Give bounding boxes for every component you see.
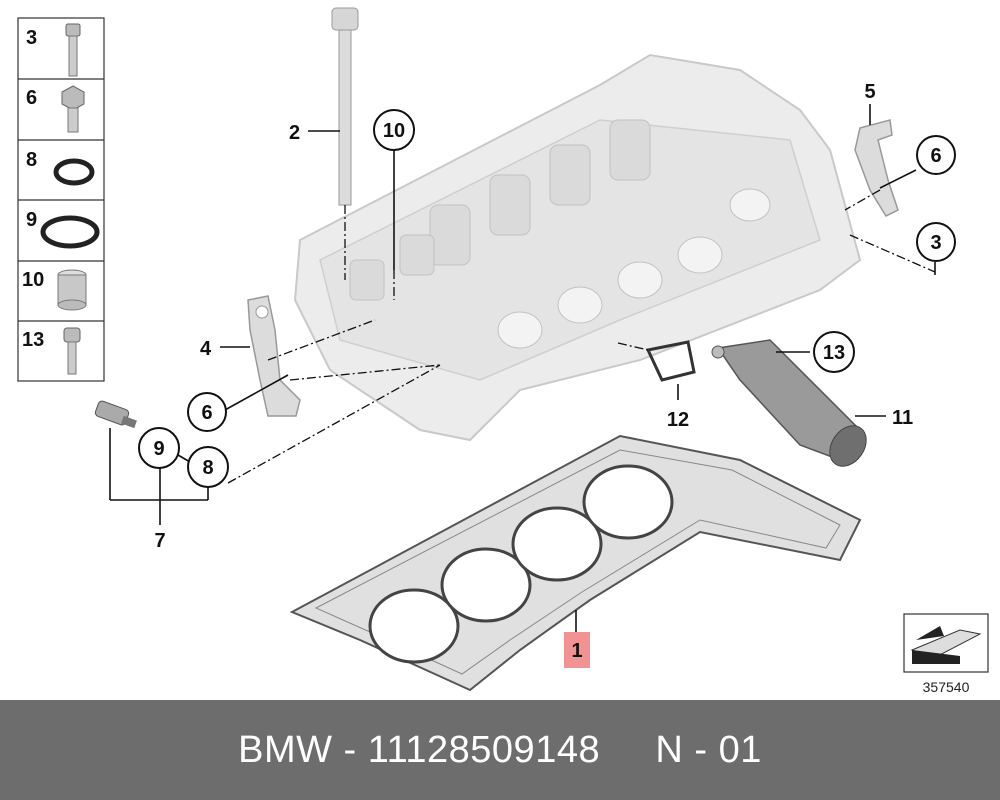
callout-8[interactable]: 8 (187, 446, 229, 488)
seal-12-part (645, 340, 696, 382)
callout-6-right-label: 6 (930, 145, 941, 167)
diagram-id: 357540 (923, 679, 970, 695)
callout-5-label: 5 (864, 81, 875, 103)
bracket-4-part (247, 295, 301, 417)
legend-number-10: 10 (22, 269, 44, 291)
callout-10[interactable]: 10 (373, 109, 415, 151)
callout-9-label: 9 (153, 438, 164, 460)
callout-9[interactable]: 9 (138, 427, 180, 469)
callout-13-label: 13 (823, 342, 845, 364)
callout-7-label: 7 (154, 530, 165, 552)
callout-11[interactable]: 11 (892, 407, 913, 429)
bolt-long-icon (65, 23, 81, 77)
coolant-pipe-11-part (711, 339, 867, 467)
leader-lines (109, 104, 936, 632)
head-bolt-part (331, 7, 359, 206)
parts-legend: 3 6 8 9 10 13 (17, 17, 105, 382)
legend-number-6: 6 (26, 87, 37, 109)
bolt-icon (63, 327, 81, 375)
callout-4-label: 4 (200, 338, 212, 360)
callout-11-label: 11 (892, 407, 913, 429)
callout-5[interactable]: 5 (864, 81, 875, 103)
head-gasket-part (289, 434, 862, 692)
parts-diagram: 3 6 8 9 10 13 (17, 7, 989, 695)
orientation-arrow-box (903, 613, 989, 673)
sleeve-icon (57, 269, 87, 311)
legend-number-9: 9 (26, 209, 37, 231)
callout-8-label: 8 (202, 457, 213, 479)
cylinder-head-illustration (293, 53, 862, 442)
callout-1-highlighted[interactable]: 1 (564, 632, 590, 668)
callout-6-left[interactable]: 6 (187, 392, 227, 432)
callout-7[interactable]: 7 (154, 530, 165, 552)
callout-2[interactable]: 2 (289, 122, 300, 144)
callout-12[interactable]: 12 (667, 409, 689, 431)
callout-6-right[interactable]: 6 (916, 135, 956, 175)
callout-1-label: 1 (571, 640, 582, 662)
part-number-caption: BMW - 11128509148 N - 01 (238, 729, 762, 771)
callout-3-label: 3 (930, 232, 941, 254)
large-o-ring-icon (40, 215, 100, 249)
callout-10-label: 10 (383, 120, 405, 142)
callout-6-left-label: 6 (201, 402, 212, 424)
callout-4[interactable]: 4 (200, 338, 212, 360)
footer-bar: BMW - 11128509148 N - 01 (0, 700, 1000, 800)
sensor-7-part (94, 400, 137, 429)
legend-number-8: 8 (26, 149, 37, 171)
small-o-ring-icon (53, 158, 95, 186)
callout-13[interactable]: 13 (813, 331, 855, 373)
bracket-5-part (854, 119, 899, 217)
legend-number-13: 13 (22, 329, 44, 351)
callout-3[interactable]: 3 (916, 222, 956, 262)
callout-12-label: 12 (667, 409, 689, 431)
legend-number-3: 3 (26, 27, 37, 49)
hex-bolt-icon (61, 85, 85, 133)
callout-2-label: 2 (289, 122, 300, 144)
